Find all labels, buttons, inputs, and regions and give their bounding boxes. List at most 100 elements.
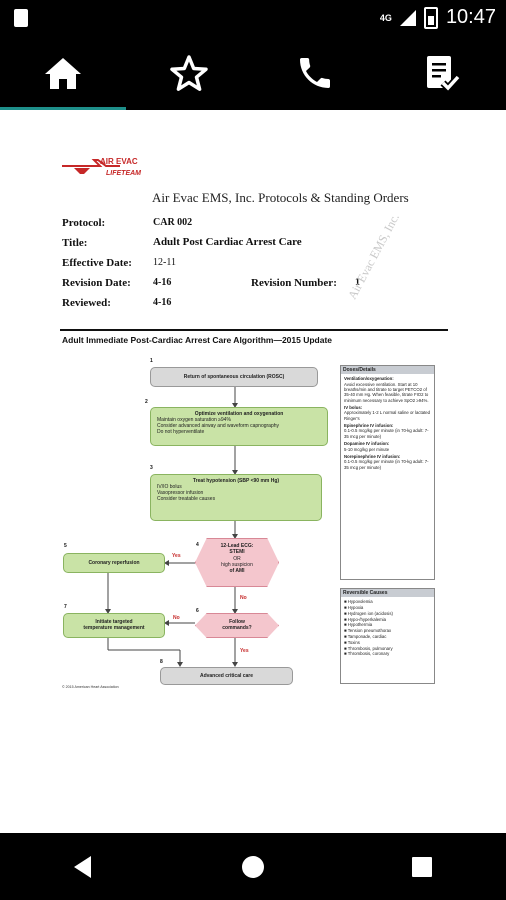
step2-title: Optimize ventilation and oxygenation [194, 411, 284, 417]
cause-item: ■ Hypo-/hyperkalemia [344, 616, 387, 622]
revision-number-label: Revision Number: [251, 277, 337, 289]
cause-text: Hypoxia [347, 605, 364, 611]
tab-checklist[interactable] [378, 36, 504, 110]
protocol-label: Protocol: [62, 217, 106, 229]
step-number: 5 [64, 543, 67, 549]
dose-text: 0.1-0.5 mcg/kg per minute (in 70-kg adul… [344, 459, 429, 470]
cause-item: ■ Thrombosis, coronary [344, 651, 390, 657]
cause-item: ■ Tension pneumothorax [344, 628, 392, 634]
cause-text: Toxins [347, 639, 360, 645]
cause-item: ■ Hydrogen ion (acidosis) [344, 610, 393, 616]
clock: 10:47 [445, 6, 496, 28]
dose-heading: Norepinephrine IV infusion: [344, 453, 401, 459]
effective-date-label: Effective Date: [62, 257, 132, 269]
dose-text: Approximately 1-2 L normal saline or lac… [344, 410, 431, 421]
cause-text: Thrombosis, coronary [347, 651, 390, 657]
step2-item: Maintain oxygen saturation ≥94% [157, 417, 231, 423]
no-label: No [173, 615, 180, 621]
reviewed-label: Reviewed: [62, 297, 111, 309]
star-icon [170, 55, 208, 91]
dose-heading: Ventilation/oxygenation: [344, 376, 394, 382]
step-number: 7 [64, 604, 67, 610]
cause-text: Tamponade, cardiac [347, 634, 387, 640]
step3-item: Vasopressor infusion [157, 490, 204, 496]
active-tab-indicator [0, 107, 126, 110]
step-number: 8 [160, 659, 163, 665]
cause-item: ■ Hypovolemia [344, 599, 373, 605]
reversible-title: Reversible Causes [341, 589, 434, 598]
checklist-icon [427, 56, 461, 93]
svg-text:AIR EVAC: AIR EVAC [100, 157, 138, 166]
step4-line: STEMI [229, 549, 245, 556]
document-header: Air Evac EMS, Inc. Protocols & Standing … [152, 190, 409, 205]
step6-follow-commands: Follow commands? [195, 613, 279, 638]
network-type: 4G [379, 12, 392, 23]
step2-item: Consider advanced airway and waveform ca… [157, 423, 280, 429]
step5-reperfusion: Coronary reperfusion [63, 553, 165, 573]
reversible-causes-panel: Reversible Causes ■ Hypovolemia ■ Hypoxi… [340, 588, 435, 684]
back-icon[interactable] [69, 852, 99, 882]
yes-label: Yes [240, 648, 249, 654]
dose-heading: Epinephrine IV infusion: [344, 423, 394, 429]
doses-panel: Doses/Details Ventilation/oxygenation:Av… [340, 365, 435, 580]
dose-text: 5-10 mcg/kg per minute [344, 446, 390, 452]
step4-line: 12-Lead ECG: [220, 543, 254, 549]
step3-hypotension: Treat hypotension (SBP <90 mm Hg) IV/IO … [150, 474, 322, 521]
step3-item: Consider treatable causes [157, 496, 216, 502]
tab-favorites[interactable] [126, 36, 252, 110]
tab-call[interactable] [252, 36, 378, 110]
cause-text: Hydrogen ion (acidosis) [347, 610, 393, 616]
step-number: 2 [145, 399, 148, 405]
step4-line: of AMI [229, 568, 245, 574]
app-toolbar [0, 36, 506, 110]
cause-text: Tension pneumothorax [347, 628, 392, 634]
dose-text: 0.1-0.5 mcg/kg per minute (in 70-kg adul… [344, 428, 429, 439]
signal-icon [399, 9, 416, 26]
title-label: Title: [62, 237, 88, 249]
revision-date-value: 4-16 [153, 277, 172, 288]
document-viewer[interactable]: AIR EVAC LIFETEAM Air Evac EMS, Inc. Pro… [0, 110, 506, 833]
effective-date-value: 12-11 [153, 257, 176, 268]
cause-item: ■ Hypoxia [344, 605, 364, 611]
yes-label: Yes [172, 553, 181, 559]
sim-card-icon [14, 9, 28, 27]
revision-number-value: 1 [355, 277, 360, 288]
step-number: 4 [196, 542, 199, 548]
step4-ecg-decision: 12-Lead ECG: STEMI OR high suspicion of … [195, 538, 279, 587]
dose-text: Avoid excessive ventilation. Start at 10… [344, 381, 429, 403]
step7-line: temperature management [83, 625, 145, 632]
cause-item: ■ Hypothermia [344, 622, 373, 628]
recents-icon[interactable] [407, 852, 437, 882]
doses-title: Doses/Details [341, 366, 434, 375]
dose-heading: IV bolus: [344, 405, 363, 411]
step6-line: commands? [222, 625, 252, 631]
step3-title: Treat hypotension (SBP <90 mm Hg) [192, 478, 280, 484]
divider [60, 329, 448, 331]
cause-item: ■ Tamponade, cardiac [344, 634, 387, 640]
home-circle-icon[interactable] [238, 852, 268, 882]
system-nav-bar [0, 833, 506, 900]
revision-date-label: Revision Date: [62, 277, 131, 289]
step7-temperature: Initiate targeted temperature management [63, 613, 165, 638]
step6-line: Follow [229, 619, 245, 625]
cause-text: Hypo-/hyperkalemia [347, 616, 387, 622]
home-icon [45, 58, 81, 89]
phone-icon [300, 58, 330, 88]
reviewed-value: 4-16 [153, 297, 172, 308]
cause-item: ■ Toxins [344, 639, 360, 645]
cause-text: Thrombosis, pulmonary [347, 645, 393, 651]
no-label: No [240, 595, 247, 601]
svg-text:LIFETEAM: LIFETEAM [106, 170, 141, 177]
dose-heading: Dopamine IV infusion: [344, 441, 390, 447]
step4-line: OR [233, 555, 241, 562]
tab-home[interactable] [0, 36, 126, 110]
step4-line: high suspicion [221, 561, 253, 568]
protocol-value: CAR 002 [153, 217, 193, 228]
battery-icon [423, 6, 438, 29]
algorithm-title: Adult Immediate Post-Cardiac Arrest Care… [62, 335, 333, 345]
step-number: 3 [150, 465, 153, 471]
step7-line: Initiate targeted [95, 619, 133, 625]
title-value: Adult Post Cardiac Arrest Care [153, 236, 302, 248]
flow-connectors [105, 387, 238, 667]
air-evac-logo: AIR EVAC LIFETEAM [60, 154, 155, 178]
